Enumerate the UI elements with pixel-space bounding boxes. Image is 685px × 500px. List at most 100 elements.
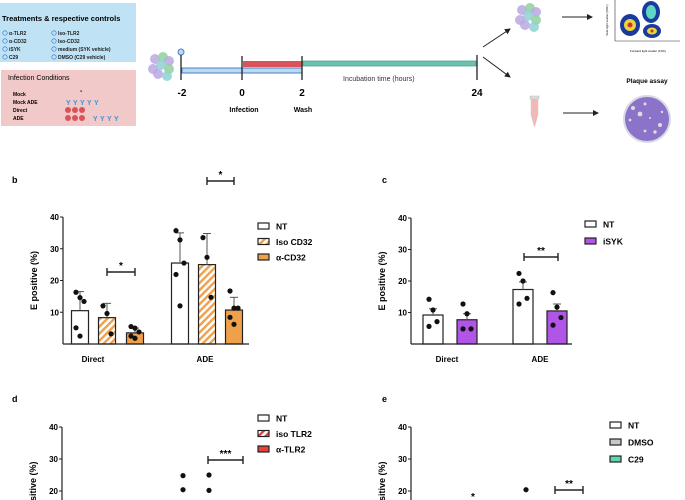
legend-label: NT: [276, 414, 288, 424]
legend-label: C29: [628, 455, 644, 465]
antibody-icon: Y: [73, 100, 78, 107]
incubation-label: Incubation time (hours): [343, 76, 415, 83]
data-point: [468, 326, 474, 332]
legend-label: NT: [603, 220, 615, 230]
treatment-item: iSYK: [9, 47, 21, 53]
data-point: [73, 289, 79, 295]
treatment-item: α-CD32: [9, 39, 27, 45]
legend-label: NT: [276, 222, 288, 232]
y-axis-label: E positive (%): [28, 461, 38, 500]
antibody-icon: Y: [93, 116, 98, 123]
bar-α-CD32: [224, 309, 244, 345]
cell: [156, 60, 166, 70]
virus-icon: [72, 115, 78, 121]
treatments-box: [0, 3, 136, 62]
antibody-icon: Y: [66, 100, 71, 107]
y-tick-label: 20: [49, 487, 58, 496]
treatment-bullet-icon: [2, 46, 8, 52]
cell: [520, 20, 530, 30]
cell-cluster-icon: [148, 52, 174, 81]
data-point: [558, 314, 564, 321]
condition-item: Direct: [13, 108, 28, 114]
treatments-title: Treatments & respective controls: [2, 14, 120, 23]
antibody-icon: Y: [107, 116, 112, 123]
data-point: [464, 311, 470, 317]
chart-d: 20 30 40 E positive (%) NT iso TLR2 α-TLR2 ***: [28, 414, 312, 500]
legend-label: iSYK: [603, 237, 624, 247]
infection-bar: [243, 61, 302, 67]
legend-label: α-CD32: [276, 253, 306, 263]
data-point: [180, 473, 186, 479]
y-tick-label: 40: [49, 423, 58, 432]
significance-label: *: [471, 492, 475, 500]
y-tick-label: 30: [49, 455, 58, 464]
data-point: [128, 333, 134, 339]
y-tick-label: 40: [398, 423, 407, 432]
data-point: [200, 235, 206, 241]
treatment-item: C29: [9, 55, 18, 61]
virus-icon: [65, 115, 71, 121]
bar-iSYK: [546, 310, 568, 345]
condition-item: Mock: [13, 92, 26, 98]
legend-label: iso TLR2: [276, 429, 312, 439]
data-point: [550, 290, 556, 296]
significance-label: *: [119, 261, 123, 272]
legend-label: α-TLR2: [276, 445, 306, 455]
data-point: [523, 487, 529, 493]
legend-swatch: [257, 237, 270, 246]
legend-swatch: [609, 438, 622, 446]
data-point: [177, 303, 183, 309]
infection-title: Infection Conditions: [8, 75, 70, 82]
significance-label: ***: [220, 449, 232, 460]
wash-label: Wash: [294, 107, 312, 114]
data-point: [173, 228, 179, 234]
tube-icon: [529, 95, 540, 128]
data-point: [550, 322, 556, 328]
significance-label: **: [537, 246, 545, 257]
treatment-bullet-icon: [2, 30, 8, 36]
data-point: [208, 294, 214, 300]
bar-NT: [512, 288, 534, 345]
cell: [529, 22, 539, 32]
control-item: DMSO (C29 vehicle): [58, 55, 106, 61]
x-category-label: ADE: [532, 355, 550, 364]
virus-icon: [65, 107, 71, 113]
significance-label: **: [565, 479, 573, 490]
cell: [531, 7, 541, 17]
data-point: [204, 254, 210, 260]
control-item: Iso-CD32: [58, 39, 80, 45]
data-point: [73, 325, 79, 331]
y-axis-label: E positive (%): [29, 251, 39, 310]
y-tick-label: 20: [398, 277, 407, 286]
data-point: [100, 303, 106, 309]
data-point: [77, 333, 83, 339]
virus-icon: [79, 107, 85, 113]
data-point: [104, 310, 110, 317]
legend-swatch: [257, 414, 270, 422]
schematic-panel: Treatments & respective controls α-TLR2 α…: [0, 0, 680, 143]
treatment-pin-icon: [177, 48, 185, 56]
legend-label: DMSO: [628, 438, 654, 448]
cell-cluster-icon: [515, 3, 541, 32]
data-point: [434, 319, 440, 325]
petri-dish-icon: [623, 95, 671, 143]
legend-swatch: [257, 222, 270, 230]
data-point: [136, 329, 142, 335]
data-point: [128, 323, 134, 330]
data-point: [554, 304, 560, 310]
time-24: 24: [471, 88, 483, 99]
infection-label: Infection: [229, 107, 258, 114]
data-point: [108, 331, 114, 337]
y-tick-label: 10: [50, 308, 59, 317]
treatment-bullet-icon: [2, 38, 8, 44]
legend-swatch: [257, 429, 270, 438]
treatment-item: α-TLR2: [9, 31, 26, 37]
flow-xlabel: Forward light scatter (FSC): [630, 49, 666, 53]
data-point: [524, 295, 530, 301]
data-point: [426, 296, 432, 302]
legend-swatch: [609, 421, 622, 429]
treatment-bullet-icon: [2, 54, 8, 60]
data-point: [231, 305, 237, 311]
flow-ylabel: Side light scatter (SSC): [605, 4, 609, 35]
